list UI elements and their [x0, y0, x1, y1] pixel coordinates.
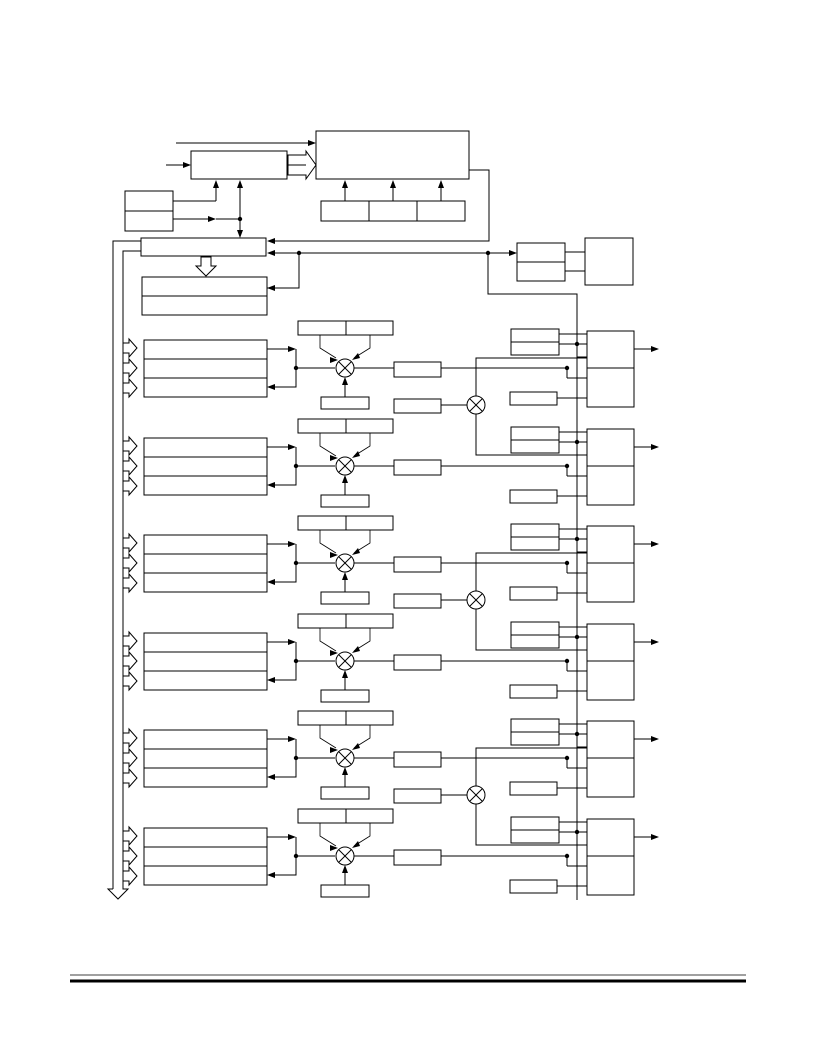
- channel-output-driver: [586, 330, 635, 408]
- channel-period-register: [297, 710, 347, 726]
- channel-output-driver: [586, 818, 635, 896]
- control-register-block: [315, 130, 470, 180]
- prescaler-block: [190, 150, 288, 180]
- channel-period-register: [297, 808, 347, 824]
- channel-output-driver: [586, 428, 635, 506]
- channel-duty-register: [345, 515, 394, 531]
- pair-deadtime-register: [393, 593, 442, 609]
- channel-polarity-register: [509, 781, 558, 796]
- channel-deadtime-register: [320, 591, 370, 605]
- footer-rule: [70, 974, 746, 983]
- channel-duty-register: [345, 808, 394, 824]
- channel-register-block: [143, 437, 268, 496]
- channel-period-register: [297, 515, 347, 531]
- channel-duty-register: [345, 710, 394, 726]
- pwm-channels: [122, 320, 659, 898]
- channel-polarity-register: [509, 586, 558, 601]
- channel-output-driver: [586, 623, 635, 701]
- channel-register-block: [143, 632, 268, 691]
- register-b: [368, 200, 418, 222]
- pair-deadtime-register: [393, 398, 442, 414]
- channel-output-register: [393, 361, 442, 378]
- channel-polarity-register: [509, 489, 558, 504]
- channel-deadtime-register: [320, 689, 370, 703]
- channel-output-register: [393, 459, 442, 476]
- pair-deadtime-register: [393, 788, 442, 804]
- channel-output-register: [393, 849, 442, 866]
- channel-duty-register: [345, 320, 394, 336]
- channel-deadtime-register: [320, 786, 370, 800]
- channel-deadtime-register: [320, 494, 370, 508]
- top-section: [106, 130, 634, 900]
- register-c: [416, 200, 466, 222]
- channel-output-register: [393, 654, 442, 671]
- counter-block: [140, 237, 267, 257]
- fault-logic-block: [584, 237, 634, 286]
- channel-output-register: [393, 751, 442, 768]
- channel-output-register: [393, 556, 442, 573]
- channel-output-driver: [586, 720, 635, 798]
- channel-register-block: [143, 827, 268, 886]
- channel-deadtime-register: [320, 396, 370, 410]
- channel-duty-register: [345, 613, 394, 629]
- channel-period-register: [297, 613, 347, 629]
- channel-register-block: [143, 534, 268, 593]
- channel-polarity-register: [509, 391, 558, 406]
- channel-period-register: [297, 418, 347, 434]
- register-a: [320, 200, 370, 222]
- channel-period-register: [297, 320, 347, 336]
- channel-register-block: [143, 729, 268, 788]
- channel-deadtime-register: [320, 884, 370, 898]
- channel-register-block: [143, 339, 268, 398]
- channel-polarity-register: [509, 879, 558, 894]
- channel-polarity-register: [509, 684, 558, 699]
- channel-output-driver: [586, 525, 635, 603]
- channel-duty-register: [345, 418, 394, 434]
